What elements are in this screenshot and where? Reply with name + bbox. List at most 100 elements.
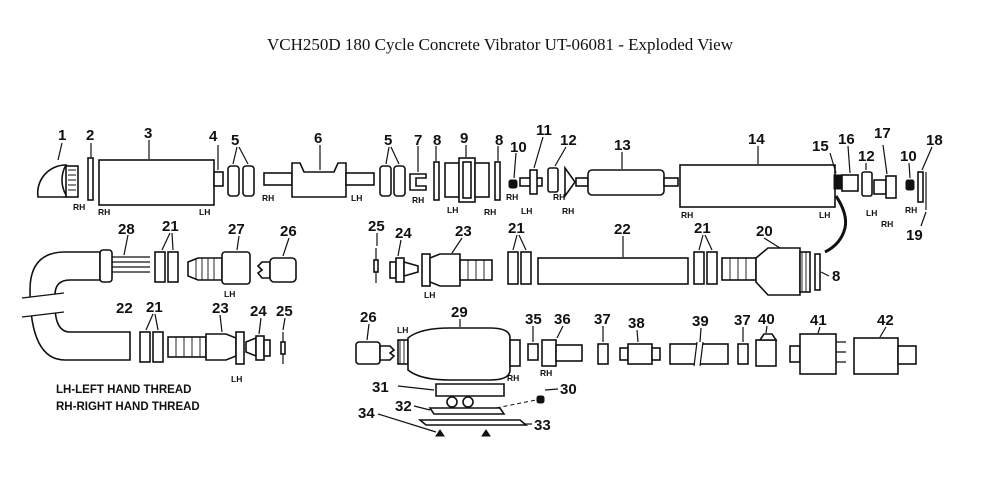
label-part-37a: 37 — [594, 311, 611, 328]
part-6-eccentric-shaft — [263, 145, 375, 198]
part-41-plug-body — [789, 326, 846, 375]
label-part-40: 40 — [758, 311, 775, 328]
part-25-pin-b — [280, 317, 286, 364]
label-part-10a: 10 — [510, 139, 527, 156]
label-part-25a: 25 — [368, 218, 385, 235]
part-19-pin — [920, 172, 927, 227]
label-part-25b: 25 — [276, 303, 293, 320]
part-40-cord-guard — [755, 325, 778, 367]
label-part-35: 35 — [525, 311, 542, 328]
part-21-nuts-a — [154, 232, 179, 283]
part-22-hose-straight — [537, 236, 689, 285]
part-11-key — [519, 136, 544, 195]
part-2-seal-ring — [87, 143, 94, 201]
part-23-coupling-b — [167, 314, 245, 365]
label-part-28: 28 — [118, 221, 135, 238]
label-part-18: 18 — [926, 132, 943, 149]
part-8-ring-b — [494, 146, 501, 201]
label-part-37b: 37 — [734, 312, 751, 329]
thread-rh-29: RH — [507, 373, 519, 383]
thread-lh-17: LH — [866, 208, 877, 218]
label-part-24a: 24 — [395, 225, 412, 242]
part-42-plug-cap — [853, 326, 917, 375]
label-part-33: 33 — [534, 417, 551, 434]
thread-rh-36: RH — [540, 368, 552, 378]
thread-lh-9: LH — [447, 205, 458, 215]
page-title: VCH250D 180 Cycle Concrete Vibrator UT-0… — [266, 35, 733, 54]
part-24-prong-b — [245, 317, 271, 361]
label-part-17: 17 — [874, 125, 891, 142]
part-23-coupling-a — [421, 237, 493, 287]
part-20-connector-housing — [721, 237, 811, 296]
part-35-spacer — [527, 326, 539, 361]
label-part-31: 31 — [372, 379, 389, 396]
part-4-washer — [213, 145, 224, 187]
label-part-34: 34 — [358, 405, 375, 422]
thread-rh-6: RH — [262, 193, 274, 203]
label-part-4: 4 — [209, 128, 218, 145]
label-part-5b: 5 — [384, 132, 392, 149]
part-9-rotor-housing — [444, 145, 490, 203]
part-13-rotor — [564, 152, 679, 199]
part-21-nuts-b — [507, 234, 532, 285]
label-part-16: 16 — [838, 131, 855, 148]
label-part-22a: 22 — [614, 221, 631, 238]
thread-rh-7: RH — [412, 195, 424, 205]
part-37-fitting-a — [597, 326, 609, 365]
part-3-head-tube — [98, 140, 215, 206]
label-part-12b: 12 — [858, 148, 875, 165]
part-16-cap — [841, 145, 859, 192]
thread-rh-10b: RH — [905, 205, 917, 215]
thread-rh-13: RH — [562, 206, 574, 216]
thread-lh-14: LH — [819, 210, 830, 220]
label-part-21d: 21 — [146, 299, 163, 316]
label-part-21c: 21 — [694, 220, 711, 237]
cable-wire — [824, 195, 848, 254]
label-part-20: 20 — [756, 223, 773, 240]
part-31-bracket — [397, 383, 505, 408]
thread-rh-10: RH — [506, 192, 518, 202]
label-part-1: 1 — [58, 127, 66, 144]
part-34-rubber-feet — [377, 413, 491, 437]
thread-rh-17: RH — [881, 219, 893, 229]
part-24-prong-a — [389, 239, 419, 283]
part-18-washer — [917, 146, 933, 203]
label-part-11: 11 — [536, 122, 552, 139]
thread-lh-6: LH — [351, 193, 362, 203]
part-37-fitting-b — [737, 327, 749, 365]
thread-lh-3: LH — [199, 207, 210, 217]
part-5-bearings-left — [227, 146, 255, 197]
part-1-end-cap — [36, 142, 79, 198]
label-part-8c: 8 — [832, 268, 840, 285]
label-part-7: 7 — [414, 132, 422, 149]
label-part-29: 29 — [451, 304, 468, 321]
label-part-10b: 10 — [900, 148, 917, 165]
part-32-plate — [413, 405, 506, 415]
part-27-connector — [187, 235, 251, 285]
label-part-24b: 24 — [250, 303, 267, 320]
label-part-22b: 22 — [116, 300, 133, 317]
label-part-15: 15 — [812, 138, 829, 155]
label-part-30: 30 — [560, 381, 577, 398]
part-14-stator-tube — [679, 146, 836, 208]
part-7-clip — [409, 146, 427, 191]
label-part-21a: 21 — [162, 218, 179, 235]
label-part-6: 6 — [314, 130, 322, 147]
part-38-coupler — [619, 329, 661, 365]
part-12-bushing-b — [861, 163, 873, 197]
part-26-plug-a — [256, 237, 297, 283]
label-part-19: 19 — [906, 227, 923, 244]
label-part-8b: 8 — [495, 132, 503, 149]
thread-rh-1: RH — [73, 202, 85, 212]
part-39-cord-segment — [669, 327, 729, 368]
label-part-26b: 26 — [360, 309, 377, 326]
label-part-5a: 5 — [231, 132, 239, 149]
label-part-42: 42 — [877, 312, 894, 329]
part-12-bushing-a — [547, 146, 567, 193]
legend-rh: RH-RIGHT HAND THREAD — [56, 401, 200, 413]
label-part-14: 14 — [748, 131, 765, 148]
part-10-nut-b — [905, 162, 915, 191]
part-33-base-plate — [417, 419, 532, 426]
part-10-nut-a — [508, 152, 518, 189]
